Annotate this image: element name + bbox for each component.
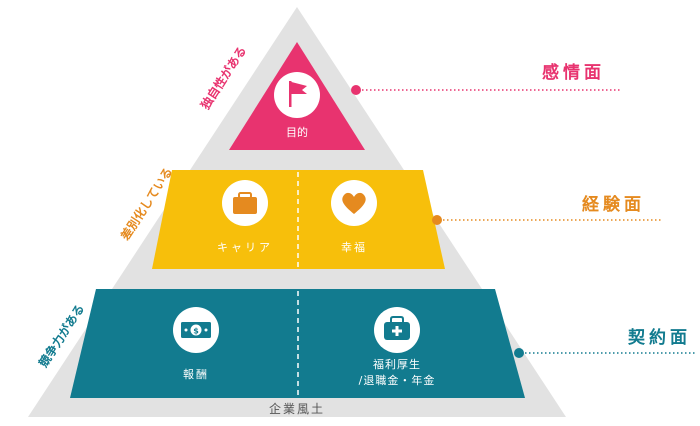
middle-left-label: キャリア xyxy=(217,241,273,254)
briefcase-icon xyxy=(233,192,257,214)
connector-top xyxy=(351,85,622,95)
medical-bag-icon-group xyxy=(374,307,420,353)
money-icon-group: $ xyxy=(173,307,219,353)
heart-icon xyxy=(342,192,366,214)
aspect-label-bottom: 契約面 xyxy=(627,327,691,348)
connector-middle xyxy=(432,215,662,225)
aspect-label-top: 感情面 xyxy=(542,62,605,83)
briefcase-icon-group xyxy=(222,180,268,226)
bottom-left-label: 報酬 xyxy=(183,368,209,381)
aspect-label-middle: 経験面 xyxy=(582,194,645,215)
connector-bottom xyxy=(514,348,695,358)
flag-icon xyxy=(289,81,307,107)
base-label: 企業風土 xyxy=(269,401,325,416)
middle-right-label: 幸福 xyxy=(341,240,367,254)
heart-icon-group xyxy=(331,180,377,226)
bottom-right-label-line2: /退職金・年金 xyxy=(359,373,436,387)
top-tier-label: 目的 xyxy=(286,125,308,139)
top-tier-icon-group xyxy=(274,72,320,118)
money-icon: $ xyxy=(181,322,211,338)
svg-text:$: $ xyxy=(193,327,199,336)
bottom-right-label-line1: 福利厚生 xyxy=(373,357,421,371)
medical-bag-icon xyxy=(384,316,410,340)
